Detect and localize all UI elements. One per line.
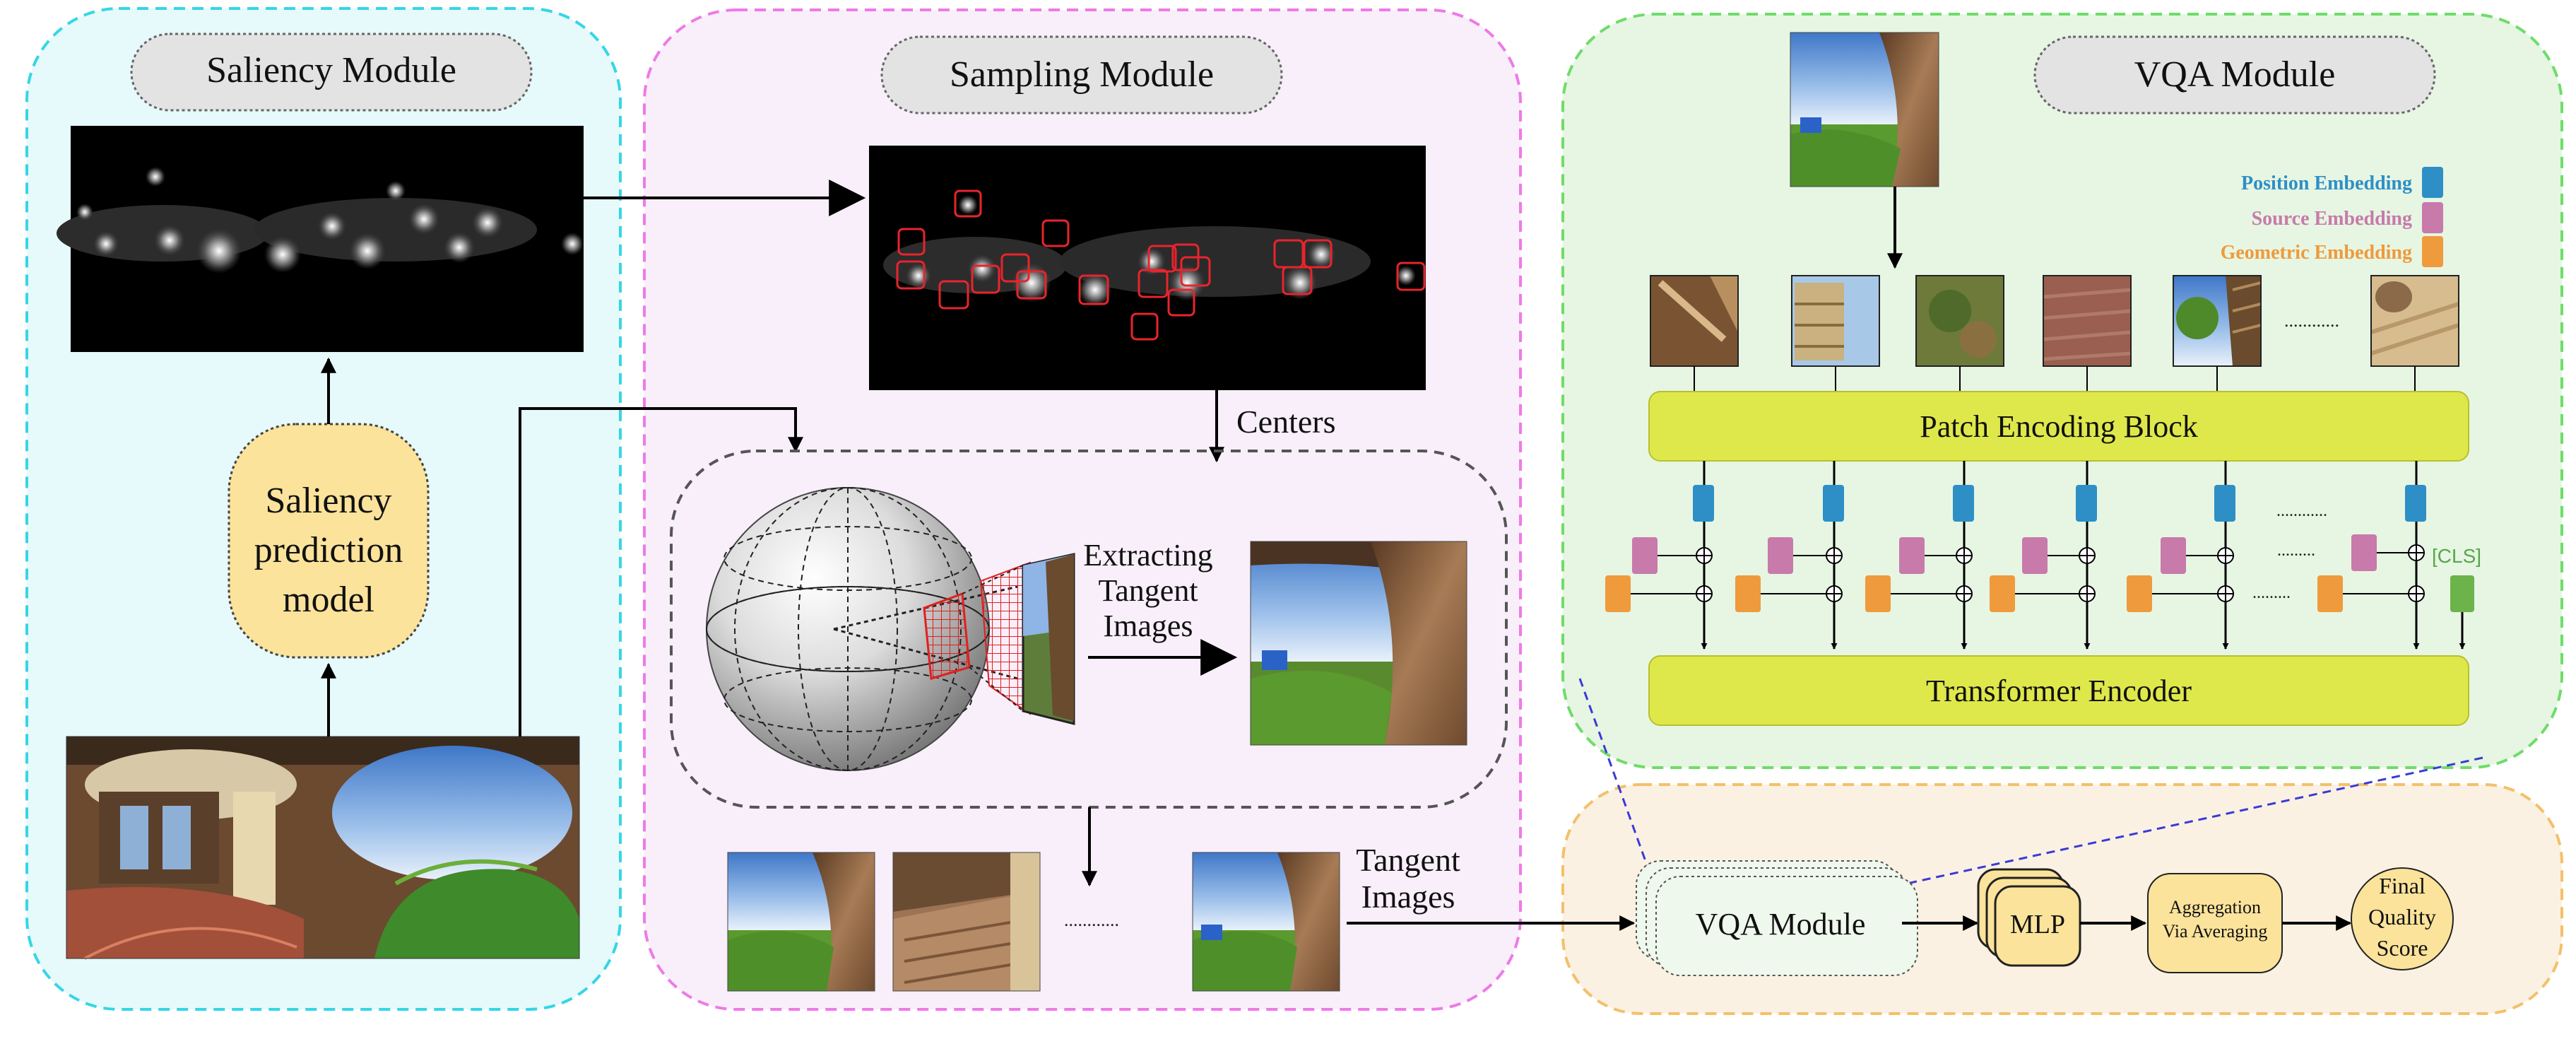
extract-label-1: Extracting	[1083, 538, 1212, 573]
patch-6	[2370, 275, 2459, 392]
sampling-title-pill: Sampling Module	[880, 35, 1283, 115]
link-line-left	[1578, 678, 1650, 872]
final-score-label-2: Quality	[2368, 904, 2436, 929]
tangent-image-2	[892, 852, 1041, 992]
sphere-patch	[923, 592, 971, 680]
transformer-label: Transformer Encoder	[1926, 674, 2192, 708]
saliency-prediction-model: Saliency prediction model	[228, 423, 430, 659]
centers-label: Centers	[1236, 404, 1336, 440]
patch-encoding-label: Patch Encoding Block	[1920, 409, 2198, 444]
aggregation-box: Aggregation Via Averaging	[2147, 873, 2283, 973]
patch-3	[1915, 275, 2004, 392]
aggregation-label-2: Via Averaging	[2163, 921, 2268, 942]
vqa-input-image	[1790, 32, 1939, 187]
cls-label: [CLS]	[2432, 545, 2481, 567]
extract-label-3: Images	[1103, 609, 1193, 643]
saliency-model-label-2: prediction	[254, 530, 403, 570]
cls-token	[2450, 575, 2474, 612]
vqa-module-label: VQA Module	[1696, 907, 1866, 942]
extracted-tangent-image	[1250, 541, 1467, 746]
patch-1	[1650, 275, 1739, 392]
transformer-encoder: Transformer Encoder	[1648, 655, 2469, 726]
tangent-images-dots: ............	[1064, 910, 1119, 930]
patch-4	[2043, 275, 2132, 392]
legend-geometric-label: Geometric Embedding	[2221, 242, 2412, 264]
svg-text:............: ............	[2276, 502, 2327, 520]
legend-position-swatch	[2422, 167, 2443, 198]
mlp-label: MLP	[2010, 910, 2065, 939]
tangent-plane-image	[1022, 553, 1075, 725]
tangent-image-3	[1192, 852, 1340, 992]
link-line-right	[1900, 756, 2483, 886]
final-score-label-1: Final	[2379, 873, 2426, 898]
projection-line-bottom	[969, 667, 1024, 712]
final-score-label-3: Score	[2377, 935, 2428, 961]
saliency-model-label-1: Saliency	[265, 481, 391, 521]
legend-source-swatch	[2422, 202, 2443, 233]
embedding-tokens: ............ ......... .........	[1605, 461, 2474, 650]
legend-source-label: Source Embedding	[2252, 208, 2412, 230]
patch-encoding-block: Patch Encoding Block	[1648, 391, 2469, 462]
embedding-legend: Position Embedding Source Embedding Geom…	[2221, 167, 2443, 267]
final-quality-score: Final Quality Score	[2351, 867, 2454, 970]
input-panorama	[66, 736, 580, 960]
saliency-title-pill: Saliency Module	[130, 33, 533, 112]
svg-text:.........: .........	[2252, 584, 2291, 602]
extract-label-2: Tangent	[1098, 573, 1198, 608]
tangent-images-label-2: Images	[1361, 879, 1455, 915]
vqa-module-stack: VQA Module	[1636, 860, 1918, 976]
patch-5	[2173, 275, 2262, 392]
tangent-images-label-1: Tangent	[1356, 842, 1460, 878]
sampled-saliency-map	[869, 146, 1426, 390]
tangent-image-1	[727, 852, 875, 992]
vqa-title-pill: VQA Module	[2033, 35, 2436, 115]
saliency-model-label-3: model	[283, 580, 374, 620]
patch-2	[1791, 275, 1880, 392]
aggregation-label-1: Aggregation	[2169, 897, 2261, 917]
saliency-title: Saliency Module	[206, 50, 456, 90]
svg-text:.........: .........	[2277, 541, 2315, 560]
saliency-map	[57, 126, 584, 352]
patch-dots: ............	[2284, 310, 2339, 331]
vqa-title: VQA Module	[2134, 54, 2336, 95]
arrow-panorama-to-sphere	[519, 407, 803, 737]
sampling-title: Sampling Module	[950, 54, 1214, 95]
mlp-stack: MLP	[1977, 868, 2081, 967]
legend-geometric-swatch	[2422, 236, 2443, 267]
legend-position-label: Position Embedding	[2241, 172, 2412, 194]
